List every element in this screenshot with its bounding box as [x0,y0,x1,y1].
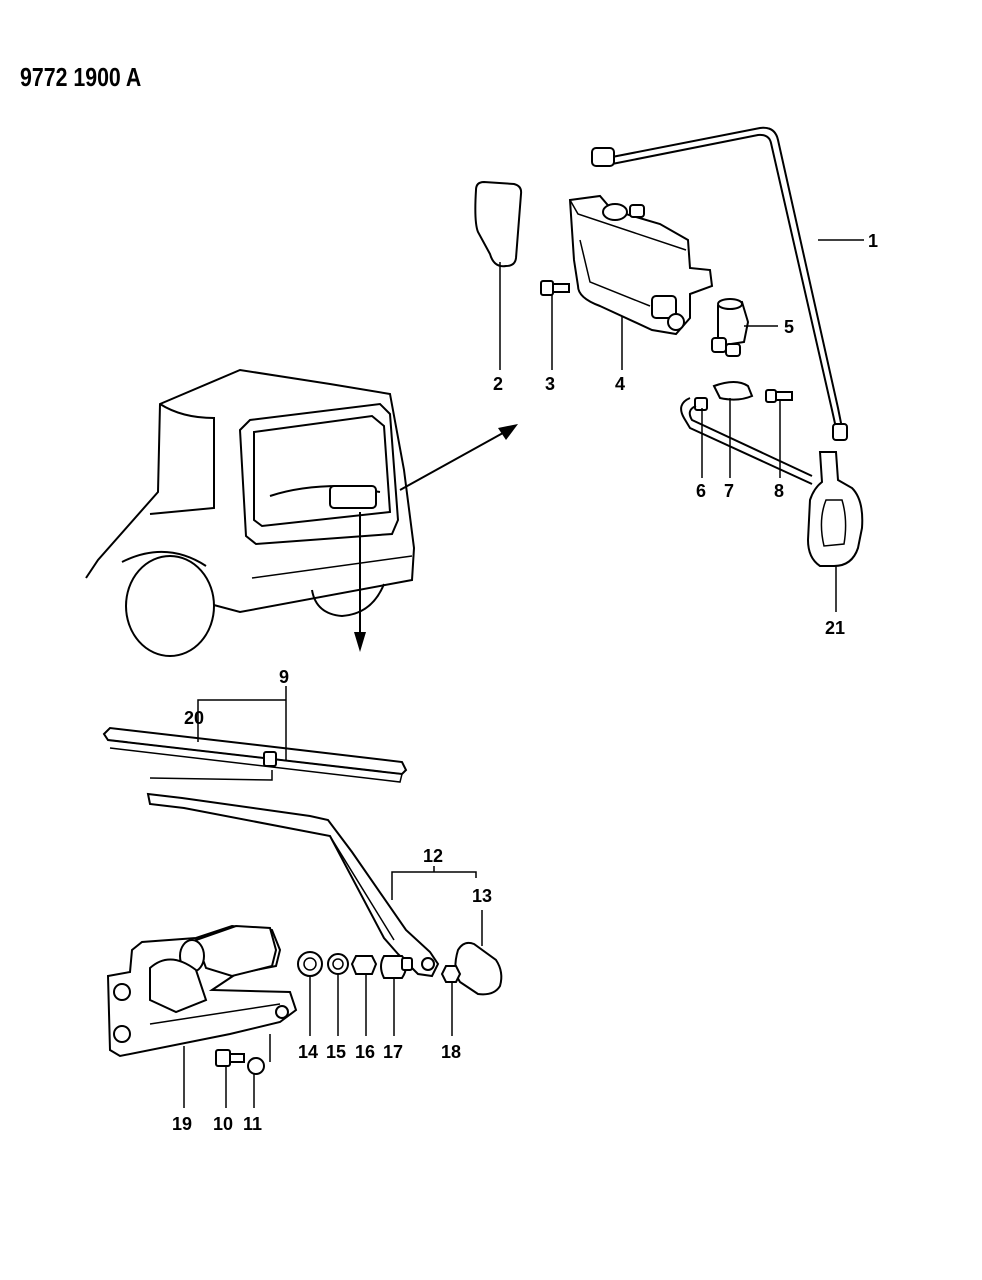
callout-18: 18 [441,1042,461,1062]
callout-9: 9 [279,667,289,687]
vehicle-rear [85,368,416,657]
bolt-3 [540,280,570,296]
exploded-arrows [354,424,518,652]
callout-10: 10 [213,1114,233,1134]
washer-pump [711,298,750,357]
callout-8: 8 [774,481,784,501]
callout-15: 15 [326,1042,346,1062]
callout-14: 14 [298,1042,318,1062]
callout-19: 19 [172,1114,192,1134]
pivot-cap [454,941,503,996]
callout-12: 12 [423,846,443,866]
hose-clip-set [694,381,793,411]
callout-17: 17 [383,1042,403,1062]
pivot-hardware [297,951,462,983]
washer-tank [568,194,714,336]
leader-lines [183,239,864,1108]
washer-hose [591,126,848,441]
callout-5: 5 [784,317,794,337]
callout-20: 20 [184,708,204,728]
callout-labels: 1 2 3 4 5 6 7 8 9 10 11 12 13 14 15 16 1… [172,231,878,1134]
lower-hose [680,397,864,567]
callout-21: 21 [825,618,845,638]
callout-13: 13 [472,886,492,906]
callout-7: 7 [724,481,734,501]
callout-6: 6 [696,481,706,501]
diagram-code: 9772 1900 A [20,62,142,92]
callout-3: 3 [545,374,555,394]
callout-2: 2 [493,374,503,394]
callout-1: 1 [868,231,878,251]
wiper-motor [106,924,298,1075]
tank-gasket [474,180,523,268]
wiper-blade [102,726,408,783]
callout-4: 4 [615,374,625,394]
callout-11: 11 [243,1114,262,1134]
callout-16: 16 [355,1042,375,1062]
